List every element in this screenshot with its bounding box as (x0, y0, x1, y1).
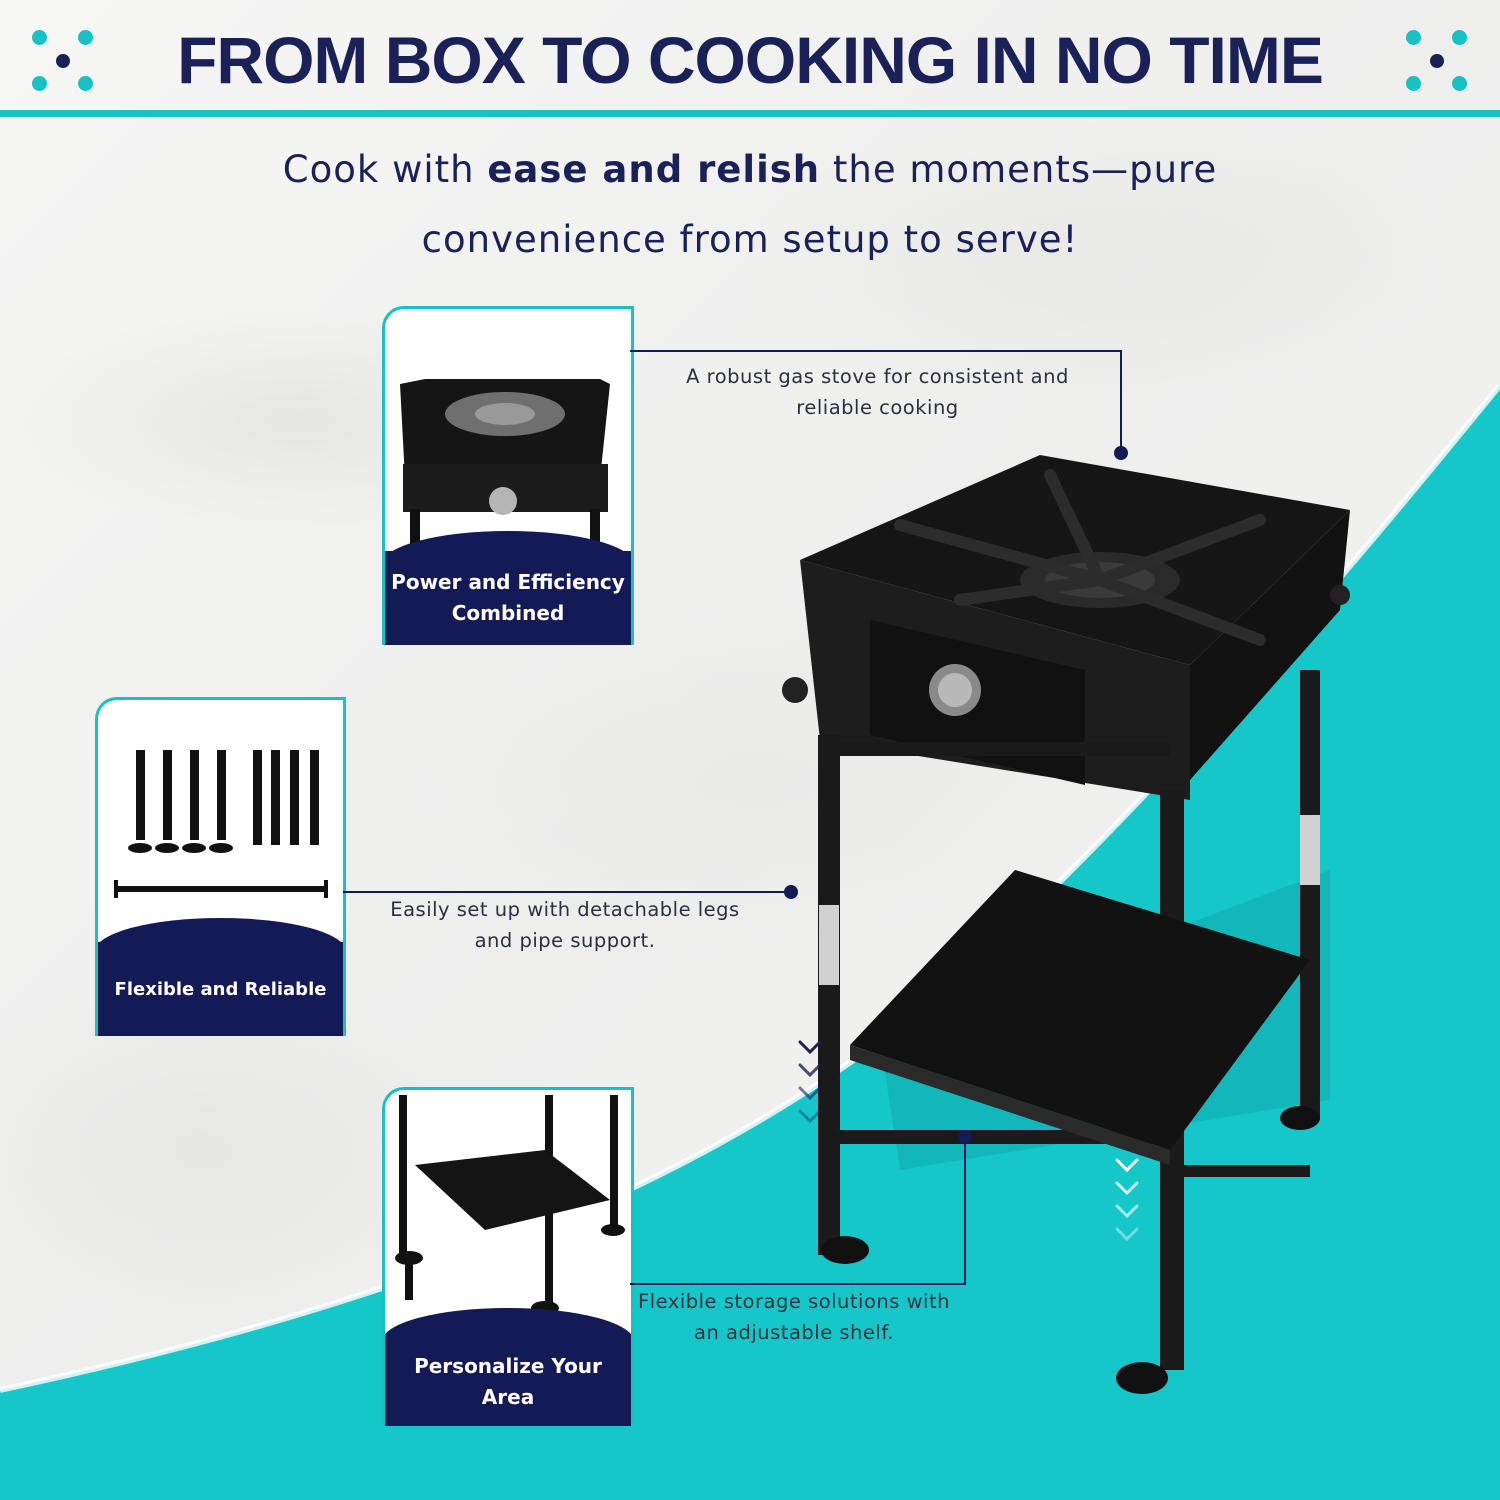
feature-card-power: Power and Efficiency Combined (382, 306, 634, 645)
subtitle-line2: convenience from setup to serve! (421, 218, 1079, 261)
detachable-legs-image (114, 750, 328, 898)
stove-product-image (782, 455, 1350, 1394)
feature-callout: A robust gas stove for consistent and re… (686, 365, 1069, 419)
feature-callout: Flexible storage solutions with an adjus… (638, 1290, 950, 1344)
feature-card-flexible: Flexible and Reliable (95, 697, 346, 1036)
title-divider (0, 110, 1500, 117)
dots-pattern-icon (1406, 30, 1468, 92)
feature-label: Power and Efficiency Combined (385, 551, 631, 645)
dots-pattern-icon (32, 30, 94, 92)
subtitle: Cook with ease and relish the moments—pu… (250, 135, 1250, 275)
burner-top-image (400, 379, 610, 557)
feature-card-personalize: Personalize Your Area (382, 1087, 634, 1426)
connector-line (1120, 350, 1122, 450)
page-title: FROM BOX TO COOKING IN NO TIME (177, 23, 1324, 97)
subtitle-part1: Cook with (282, 148, 488, 191)
connector-line (630, 350, 1122, 352)
subtitle-part2: the moments—pure (820, 148, 1218, 191)
subtitle-bold: ease and relish (487, 148, 821, 191)
feature-callout: Easily set up with detachable legs and p… (390, 898, 740, 952)
connector-line (964, 1137, 966, 1285)
connector-dot (784, 885, 798, 899)
adjustable-shelf-image (395, 1095, 625, 1323)
feature-label: Flexible and Reliable (98, 942, 343, 1036)
connector-line (630, 1283, 966, 1285)
connector-dot (1114, 446, 1128, 460)
feature-label: Personalize Your Area (385, 1338, 631, 1426)
connector-dot (958, 1130, 972, 1144)
connector-line (343, 891, 791, 893)
